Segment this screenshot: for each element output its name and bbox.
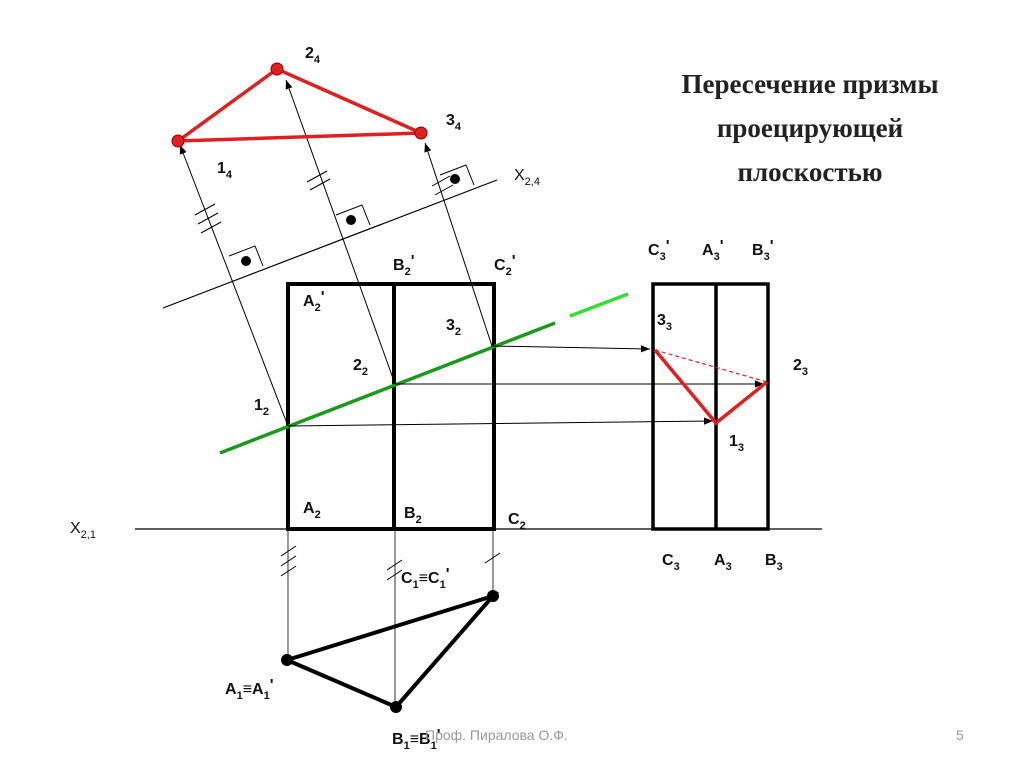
label-point-1-3: 13 [729, 433, 744, 454]
label-B2: B2 [404, 505, 422, 526]
label-C1: C1≡C1' [401, 566, 450, 591]
vertical-link-lines [287, 531, 494, 705]
profile-section [653, 348, 769, 426]
label-point-3-4: 34 [446, 112, 462, 133]
label-point-2-4: 24 [305, 45, 321, 66]
label-A1: A1≡A1' [225, 677, 274, 702]
label-point-3-3: 33 [657, 312, 672, 333]
label-axis-x21: X2,1 [70, 520, 96, 541]
label-B2-prime: B2' [393, 253, 415, 278]
label-A2: A2 [303, 500, 321, 521]
label-C3: C3 [662, 552, 680, 573]
axis-x24 [162, 179, 498, 309]
tick-marks [194, 170, 501, 581]
label-B3: B3 [765, 552, 783, 573]
label-A2-prime: A2' [303, 289, 325, 314]
horizontal-projection-lines [287, 345, 764, 427]
label-A3: A3 [714, 552, 732, 573]
label-C2-prime: C2' [494, 253, 516, 278]
footer-author: Проф. Пиралова О.Ф. [425, 727, 568, 743]
true-size-section [171, 62, 428, 148]
label-C3-prime: C3' [648, 238, 670, 263]
profile-projection [651, 282, 770, 531]
title-line-2: проецирующей [716, 113, 904, 143]
right-angle-dots [241, 174, 460, 266]
title-line-3: плоскостью [737, 157, 883, 187]
label-point-1-4: 14 [217, 160, 233, 181]
label-B3-prime: B3' [752, 238, 774, 263]
cutting-plane-trace [219, 292, 629, 455]
label-C2: C2 [508, 511, 526, 532]
title-line-1: Пересечение призмы [681, 69, 939, 99]
label-axis-x24: X2,4 [514, 167, 540, 188]
label-point-1-2: 12 [254, 397, 269, 418]
label-point-2-2: 22 [353, 357, 368, 378]
label-A3-prime: A3' [702, 238, 724, 263]
slide-title: Пересечение призмы проецирующей плоскост… [640, 62, 980, 194]
label-B1: B1≡B1' [392, 727, 441, 752]
label-point-2-3: 23 [793, 357, 808, 378]
horizontal-projection-triangle [281, 590, 500, 713]
footer-page-number: 5 [956, 727, 964, 743]
label-point-3-2: 32 [446, 317, 461, 338]
auxiliary-projection-lines [179, 79, 493, 427]
right-angle-marks [228, 164, 475, 267]
front-projection [286, 282, 496, 531]
